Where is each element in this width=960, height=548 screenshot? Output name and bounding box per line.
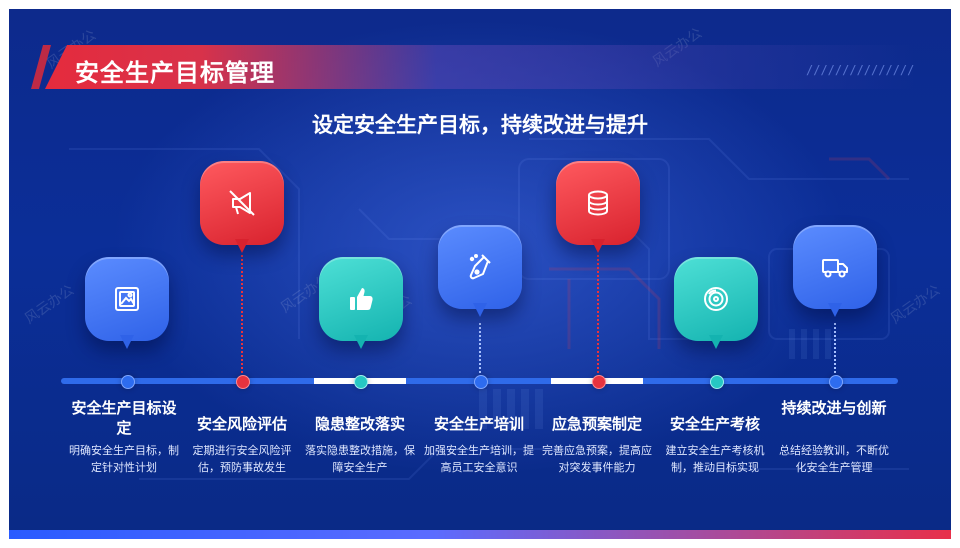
timeline-dot <box>121 375 135 389</box>
step-desc-6: 建立安全生产考核机制，推动目标实现 <box>665 444 765 474</box>
step-title-2: 安全风险评估 <box>196 415 287 433</box>
connector-line <box>834 323 836 373</box>
timeline-dot <box>236 375 250 389</box>
truck-icon <box>822 259 848 278</box>
thumbs-up-icon <box>350 288 373 310</box>
step-marker-4 <box>438 225 522 319</box>
step-title-1: 安全生产目标设定 <box>71 399 177 437</box>
megaphone-icon <box>229 190 255 216</box>
step-marker-6 <box>674 257 758 351</box>
database-icon <box>588 190 608 216</box>
timeline-dot <box>474 375 488 389</box>
circuit-background <box>69 138 909 480</box>
step-marker-7 <box>793 225 877 319</box>
step-desc-4: 加强安全生产培训，提高员工安全意识 <box>424 444 534 474</box>
step-title-3: 隐患整改落实 <box>314 415 405 433</box>
timeline-dot <box>710 375 724 389</box>
title-bar <box>45 45 915 89</box>
timeline-dot <box>592 375 606 389</box>
timeline-dot <box>354 375 368 389</box>
subtitle: 设定安全生产目标，持续改进与提升 <box>312 113 648 137</box>
step-desc-3: 落实隐患整改措施，保障安全生产 <box>305 444 415 474</box>
bottom-strip <box>9 530 951 539</box>
step-desc-2: 定期进行安全风险评估，预防事故发生 <box>192 444 292 474</box>
connector-line <box>479 323 481 373</box>
step-marker-1 <box>85 257 169 351</box>
step-marker-5 <box>556 161 640 255</box>
flask-icon <box>469 254 491 280</box>
slide: 风云办公 风云办公 风云办公 风云办公 风云办公 风云办公 安全生产目标管理 /… <box>9 9 951 539</box>
step-title-4: 安全生产培训 <box>433 415 524 433</box>
step-marker-2 <box>200 161 284 255</box>
step-title-6: 安全生产考核 <box>669 415 760 433</box>
image-icon <box>115 287 139 311</box>
decorative-stripes: /////////////// <box>806 63 915 77</box>
timeline-dot <box>829 375 843 389</box>
page-title: 安全生产目标管理 <box>75 59 275 87</box>
step-desc-1: 明确安全生产目标，制定针对性计划 <box>69 444 179 474</box>
connector-line <box>597 255 599 373</box>
step-title-7: 持续改进与创新 <box>781 399 887 417</box>
connector-line <box>241 255 243 373</box>
step-desc-7: 总结经验教训，不断优化安全生产管理 <box>779 444 889 474</box>
step-title-5: 应急预案制定 <box>551 415 642 433</box>
disc-icon <box>704 287 728 311</box>
step-marker-3 <box>319 257 403 351</box>
step-desc-5: 完善应急预案，提高应对突发事件能力 <box>542 444 652 474</box>
